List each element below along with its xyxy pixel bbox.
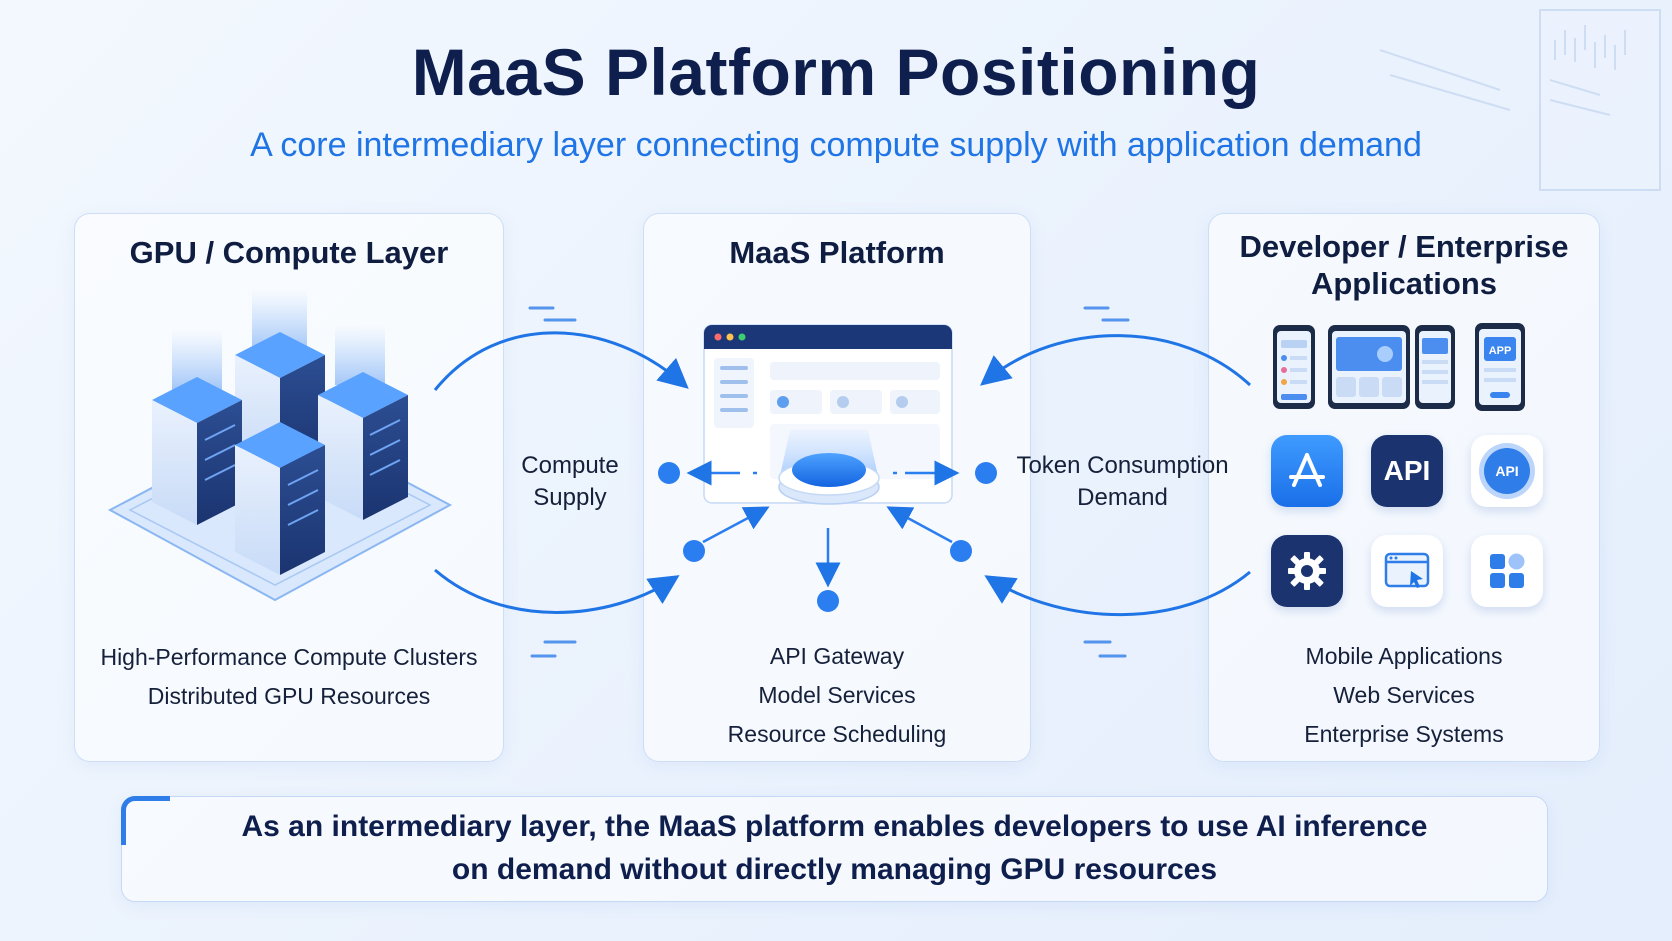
compute-supply-arrow-top: [433, 331, 689, 391]
applications-panel-title-line1: Developer / Enterprise: [1239, 229, 1569, 264]
demand-arrow-bottom: [984, 570, 1251, 617]
browser-click-icon: [1371, 535, 1443, 607]
phone-app-label: APP: [1489, 345, 1512, 357]
compute-supply-label: Compute: [521, 452, 619, 479]
page-title: MaaS Platform Positioning: [411, 35, 1261, 109]
app-store-icon: [1271, 435, 1343, 507]
api-icon: API: [1371, 435, 1443, 507]
summary-accent: [121, 796, 170, 845]
demand-arrow-top: [980, 334, 1252, 387]
compute-item: High-Performance Compute Clusters: [100, 644, 478, 670]
platform-item: Resource Scheduling: [727, 721, 947, 747]
compute-supply-arrow-bottom: [434, 568, 680, 614]
api-tile-label: API: [1383, 455, 1431, 486]
application-item: Web Services: [1333, 682, 1475, 708]
compute-item: Distributed GPU Resources: [147, 683, 431, 709]
application-item: Enterprise Systems: [1304, 721, 1504, 747]
token-demand-label: Token Consumption: [1016, 452, 1229, 479]
token-demand-label: Demand: [1077, 484, 1168, 511]
page-subtitle: A core intermediary layer connecting com…: [250, 126, 1422, 164]
summary-line: on demand without directly managing GPU …: [451, 853, 1218, 886]
platform-panel-title: MaaS Platform: [729, 235, 945, 270]
api-gear-icon: API: [1471, 435, 1543, 507]
application-item: Mobile Applications: [1305, 643, 1503, 669]
applications-panel-title-line2: Applications: [1310, 266, 1497, 301]
api-badge-label: API: [1495, 463, 1519, 479]
app-grid-icon: [1471, 535, 1543, 607]
summary-box: As an intermediary layer, the MaaS platf…: [121, 796, 1548, 902]
compute-supply-label: Supply: [533, 484, 607, 511]
settings-gear-icon: [1271, 535, 1343, 607]
gpu-server-cluster-icon: [107, 290, 453, 602]
platform-item: API Gateway: [769, 643, 905, 669]
mobile-devices-icon: APP: [1273, 323, 1525, 411]
platform-item: Model Services: [758, 682, 916, 708]
maas-platform-window-icon: [703, 324, 953, 505]
summary-line: As an intermediary layer, the MaaS platf…: [241, 810, 1428, 843]
compute-panel-title: GPU / Compute Layer: [129, 235, 449, 270]
